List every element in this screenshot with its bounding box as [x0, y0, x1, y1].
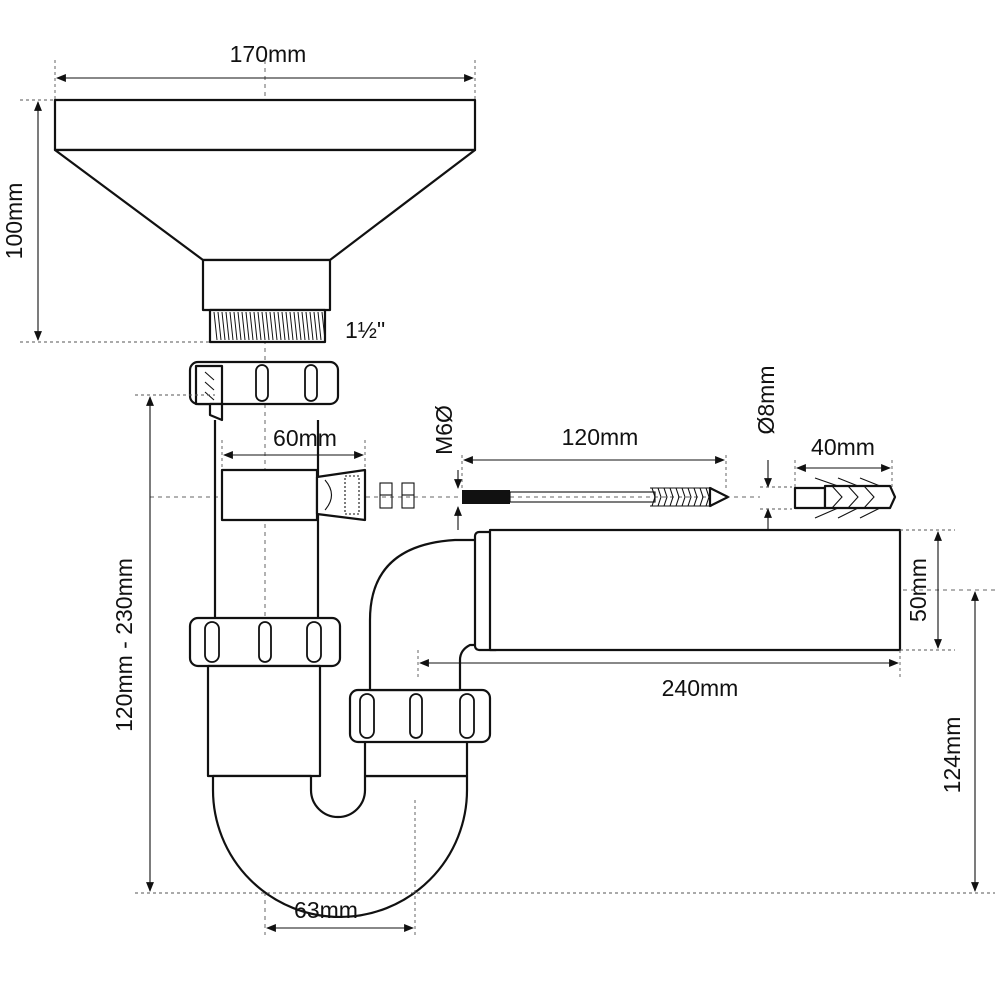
funnel-rim — [53, 98, 477, 152]
trap-inlet-pipe — [206, 664, 322, 778]
dim-funnel-height: 100mm — [1, 183, 27, 260]
upper-nut — [188, 360, 340, 422]
screw-thread-m6 — [462, 490, 510, 504]
wall-plug — [793, 477, 897, 519]
upper-nut-lip — [208, 402, 224, 422]
dim-screw-length: 120mm — [562, 424, 639, 450]
outlet-pipe — [488, 528, 902, 652]
dim-trap-offset: 63mm — [294, 897, 358, 923]
funnel — [53, 98, 477, 344]
dim-plug-length: 40mm — [811, 434, 875, 460]
funnel-cone — [53, 148, 477, 262]
dim-funnel-width: 170mm — [230, 41, 307, 67]
funnel-neck — [201, 258, 332, 312]
dim-thread-size: 1½" — [345, 317, 385, 343]
dim-connector-length: 60mm — [273, 425, 337, 451]
u-trap — [211, 738, 469, 919]
middle-nut — [188, 616, 342, 778]
dim-adjust-range: 120mm - 230mm — [111, 558, 137, 732]
elbow — [368, 538, 492, 692]
connector-stub — [220, 468, 319, 522]
trap-outlet-pipe — [363, 738, 469, 778]
u-bend — [211, 774, 469, 919]
dim-outlet-diameter: 50mm — [905, 558, 931, 622]
dim-bolt-thread: M6Ø — [431, 405, 457, 455]
vertical-pipe — [213, 420, 415, 618]
dim-outlet-height: 124mm — [939, 717, 965, 794]
dim-plug-diameter: Ø8mm — [753, 366, 779, 435]
screw — [462, 486, 730, 508]
outlet-assembly — [368, 528, 902, 692]
dim-outlet-length: 240mm — [662, 675, 739, 701]
connector-coupling — [315, 468, 367, 522]
trap-nut — [348, 688, 492, 744]
